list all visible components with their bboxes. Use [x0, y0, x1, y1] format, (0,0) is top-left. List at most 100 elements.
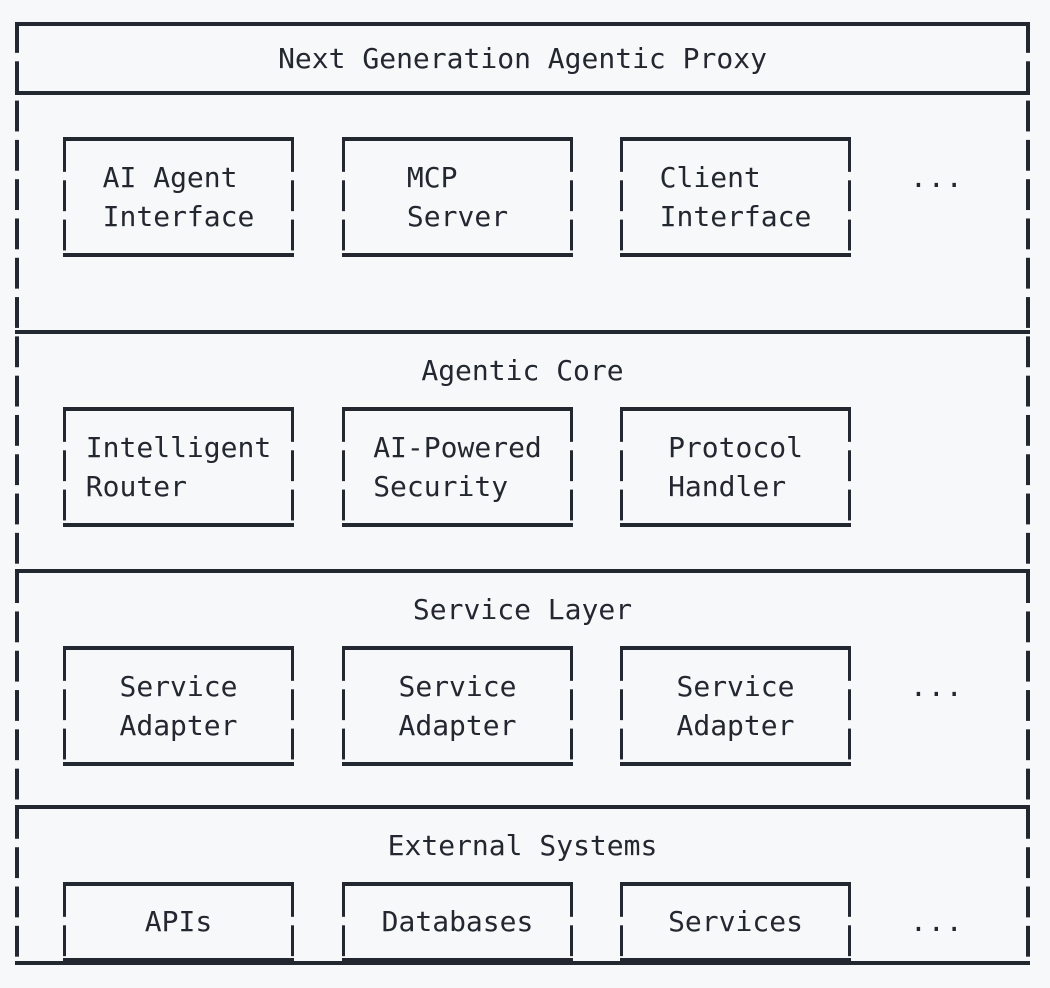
- node-service-adapter-2[interactable]: Service Adapter: [342, 646, 573, 766]
- node-label-text: Intelligent Router: [85, 431, 272, 504]
- node-top-rule: [342, 407, 573, 411]
- node-bottom-rule: [342, 523, 573, 527]
- node-right-edge: [291, 646, 294, 766]
- outer-frame-right-edge: [1026, 22, 1030, 965]
- node-label-service-adapter-2: Service Adapter: [342, 667, 573, 746]
- ellipsis-interface-layer: ...: [910, 161, 964, 194]
- node-left-edge: [620, 646, 623, 766]
- node-left-edge: [342, 646, 345, 766]
- node-client-interface[interactable]: Client Interface: [620, 137, 851, 257]
- node-label-intelligent-router: Intelligent Router: [63, 428, 294, 507]
- node-ai-agent-interface[interactable]: AI Agent Interface: [63, 137, 294, 257]
- node-left-edge: [342, 137, 345, 257]
- node-left-edge: [620, 882, 623, 962]
- diagram-title: Next Generation Agentic Proxy: [278, 42, 767, 75]
- node-top-rule: [63, 646, 294, 650]
- node-right-edge: [570, 137, 573, 257]
- node-bottom-rule: [63, 762, 294, 766]
- node-label-protocol-handler: Protocol Handler: [620, 428, 851, 507]
- node-label-text: Service Adapter: [398, 670, 517, 743]
- node-service-adapter-1[interactable]: Service Adapter: [63, 646, 294, 766]
- ellipsis-external-systems: ...: [910, 905, 964, 938]
- node-left-edge: [63, 646, 66, 766]
- node-left-edge: [63, 882, 66, 962]
- node-label-text: Services: [668, 905, 803, 938]
- outer-frame-top-rule: [15, 22, 1030, 26]
- node-bottom-rule: [63, 253, 294, 257]
- node-top-rule: [620, 407, 851, 411]
- node-left-edge: [63, 407, 66, 527]
- node-left-edge: [620, 407, 623, 527]
- node-right-edge: [291, 882, 294, 962]
- node-left-edge: [63, 137, 66, 257]
- node-right-edge: [848, 137, 851, 257]
- node-label-databases: Databases: [342, 902, 573, 941]
- node-top-rule: [63, 137, 294, 141]
- title-bar-divider: [15, 91, 1030, 95]
- node-label-services: Services: [620, 902, 851, 941]
- layer-divider-interface-layer: [15, 330, 1030, 334]
- layer-title-agentic-core: Agentic Core: [421, 354, 624, 387]
- layer-interface-layer: AI Agent Interface MCP Server Client Inter…: [15, 95, 1030, 334]
- layer-title-external-systems: External Systems: [387, 829, 658, 862]
- outer-frame-left-edge: [15, 22, 19, 965]
- node-right-edge: [848, 882, 851, 962]
- node-bottom-rule: [342, 253, 573, 257]
- node-label-text: Databases: [381, 905, 534, 938]
- node-bottom-rule: [63, 958, 294, 962]
- node-ai-powered-security[interactable]: AI-Powered Security: [342, 407, 573, 527]
- node-label-service-adapter-1: Service Adapter: [63, 667, 294, 746]
- node-top-rule: [63, 882, 294, 886]
- outer-frame-bottom-rule: [15, 961, 1030, 965]
- layer-divider-agentic-core: [15, 569, 1030, 573]
- node-right-edge: [570, 646, 573, 766]
- ellipsis-service-layer: ...: [910, 670, 964, 703]
- node-label-text: Service Adapter: [676, 670, 795, 743]
- node-label-ai-powered-security: AI-Powered Security: [342, 428, 573, 507]
- node-right-edge: [570, 407, 573, 527]
- node-top-rule: [620, 882, 851, 886]
- node-top-rule: [342, 646, 573, 650]
- node-label-text: APIs: [144, 905, 213, 938]
- node-top-rule: [620, 646, 851, 650]
- node-right-edge: [570, 882, 573, 962]
- layer-divider-service-layer: [15, 805, 1030, 809]
- node-apis[interactable]: APIs: [63, 882, 294, 962]
- node-right-edge: [291, 137, 294, 257]
- node-label-client-interface: Client Interface: [620, 158, 851, 237]
- node-label-text: Service Adapter: [119, 670, 238, 743]
- node-label-text: AI-Powered Security: [373, 431, 542, 504]
- node-label-apis: APIs: [63, 902, 294, 941]
- node-label-text: Client Interface: [659, 161, 812, 234]
- node-databases[interactable]: Databases: [342, 882, 573, 962]
- node-bottom-rule: [620, 253, 851, 257]
- node-label-ai-agent-interface: AI Agent Interface: [63, 158, 294, 237]
- node-services[interactable]: Services: [620, 882, 851, 962]
- node-intelligent-router[interactable]: Intelligent Router: [63, 407, 294, 527]
- node-label-text: AI Agent Interface: [102, 161, 255, 234]
- node-bottom-rule: [342, 958, 573, 962]
- node-mcp-server[interactable]: MCP Server: [342, 137, 573, 257]
- node-right-edge: [848, 646, 851, 766]
- node-bottom-rule: [342, 762, 573, 766]
- node-bottom-rule: [620, 958, 851, 962]
- layer-stack: AI Agent Interface MCP Server Client Inter…: [15, 22, 1030, 965]
- node-right-edge: [291, 407, 294, 527]
- node-label-service-adapter-3: Service Adapter: [620, 667, 851, 746]
- node-top-rule: [63, 407, 294, 411]
- node-top-rule: [620, 137, 851, 141]
- node-label-text: Protocol Handler: [668, 431, 803, 504]
- node-top-rule: [342, 137, 573, 141]
- node-protocol-handler[interactable]: Protocol Handler: [620, 407, 851, 527]
- node-service-adapter-3[interactable]: Service Adapter: [620, 646, 851, 766]
- node-label-mcp-server: MCP Server: [342, 158, 573, 237]
- diagram-title-bar: Next Generation Agentic Proxy: [15, 22, 1030, 95]
- node-bottom-rule: [620, 523, 851, 527]
- node-label-text: MCP Server: [406, 161, 509, 234]
- node-left-edge: [342, 407, 345, 527]
- layer-title-service-layer: Service Layer: [412, 593, 633, 626]
- node-bottom-rule: [63, 523, 294, 527]
